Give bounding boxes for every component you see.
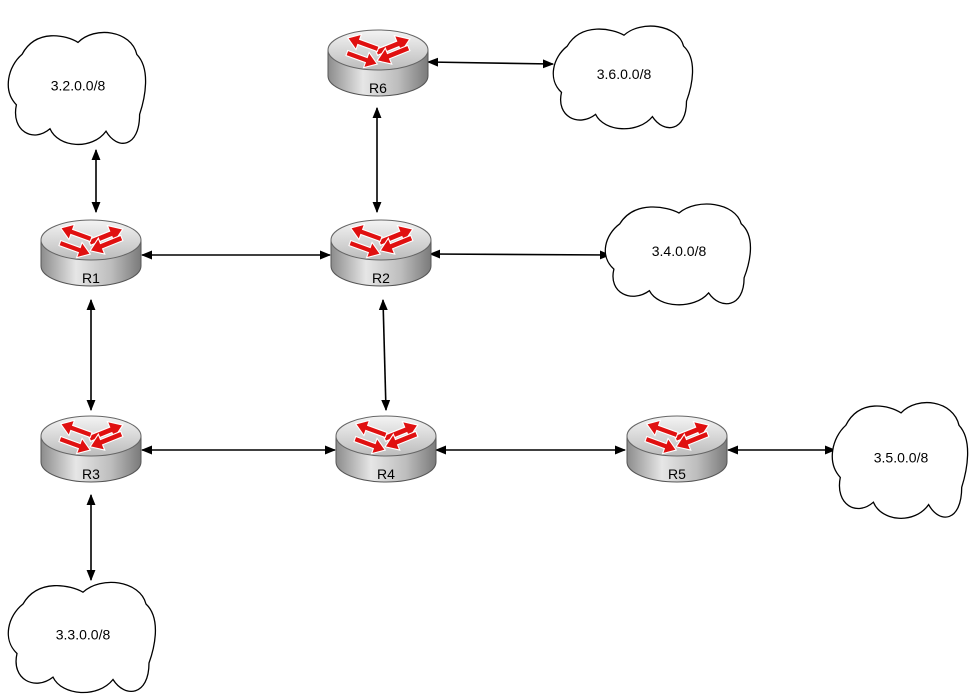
link-r2-net-3-4	[428, 249, 612, 260]
router-r6: R6	[327, 29, 429, 97]
cloud-icon	[7, 581, 157, 694]
network-label: 3.3.0.0/8	[56, 626, 111, 642]
cloud-net-3-5: 3.5.0.0/8	[831, 401, 969, 519]
router-r2: R2	[330, 219, 432, 287]
cloud-net-3-6: 3.6.0.0/8	[552, 25, 694, 130]
networks: 3.2.0.0/8 3.3.0.0/8 3.4.0.0/8 3.5.0.0/8 3.6.…	[7, 25, 969, 694]
network-label: 3.4.0.0/8	[652, 243, 707, 259]
network-label: 3.6.0.0/8	[597, 66, 652, 82]
network-label: 3.5.0.0/8	[874, 449, 929, 465]
cloud-icon	[831, 401, 969, 519]
cloud-net-3-3: 3.3.0.0/8	[7, 581, 157, 694]
cloud-net-3-2: 3.2.0.0/8	[7, 31, 147, 146]
router-label: R2	[372, 270, 390, 286]
link-r2-r4	[378, 298, 391, 412]
cloud-icon	[7, 31, 147, 146]
router-label: R6	[369, 80, 387, 96]
links	[86, 57, 837, 582]
cloud-net-3-4: 3.4.0.0/8	[604, 203, 752, 306]
router-r1: R1	[40, 219, 142, 287]
router-r5: R5	[626, 415, 728, 483]
router-label: R1	[82, 270, 100, 286]
network-label: 3.2.0.0/8	[51, 77, 106, 93]
router-r3: R3	[40, 415, 142, 483]
router-label: R5	[668, 466, 686, 482]
cloud-icon	[604, 203, 752, 306]
cloud-icon	[552, 25, 694, 130]
link-r6-net-3-6	[426, 57, 555, 69]
router-label: R3	[82, 466, 100, 482]
router-label: R4	[377, 466, 395, 482]
router-r4: R4	[335, 415, 437, 483]
